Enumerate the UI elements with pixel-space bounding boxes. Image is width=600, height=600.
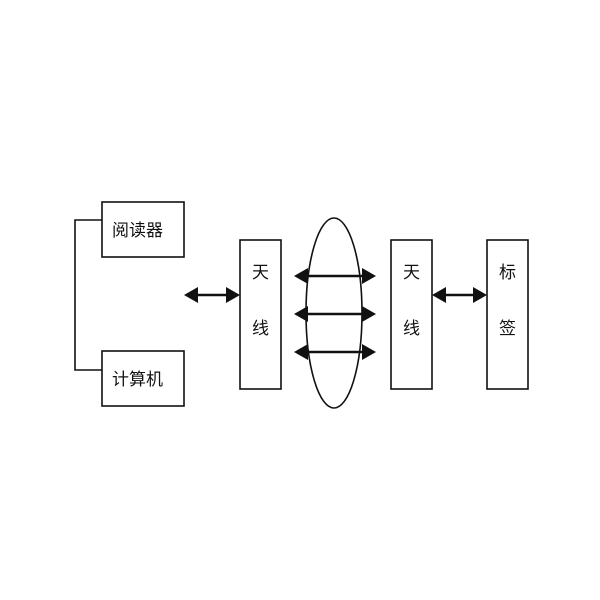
rf-arrow-1	[294, 268, 376, 284]
reader-node: 阅读器	[101, 201, 185, 258]
tag-box	[486, 239, 529, 390]
tag-label-2: 签	[499, 319, 516, 339]
tag-label-1: 标	[499, 263, 516, 283]
reader-computer-connector	[74, 219, 102, 371]
reader-label: 阅读器	[112, 221, 163, 241]
computer-node: 计算机	[101, 350, 185, 407]
computer-label: 计算机	[112, 370, 163, 390]
reader-antenna-box	[239, 239, 282, 390]
reader-antenna-label-2: 线	[252, 319, 269, 339]
reader-antenna-arrow	[184, 287, 240, 303]
rf-arrow-3	[294, 344, 376, 360]
computer-box	[101, 350, 185, 407]
reader-antenna-node: 天 线	[239, 239, 282, 390]
antenna-tag-arrow	[432, 287, 487, 303]
rf-arrow-2	[294, 306, 376, 322]
tag-node: 标 签	[486, 239, 529, 390]
reader-antenna-label-1: 天	[252, 263, 269, 283]
tag-antenna-label-2: 线	[403, 319, 420, 339]
reader-box	[101, 201, 185, 258]
tag-antenna-label-1: 天	[403, 263, 420, 283]
tag-antenna-node: 天 线	[390, 239, 433, 390]
tag-antenna-box	[390, 239, 433, 390]
